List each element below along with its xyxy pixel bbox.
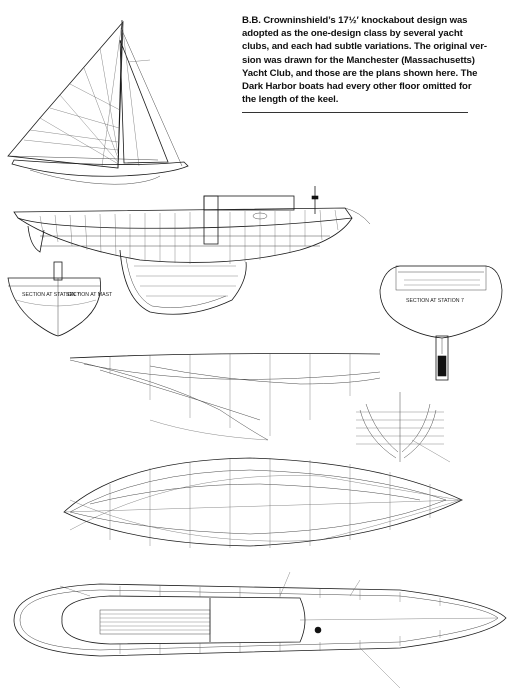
body-plan bbox=[356, 392, 451, 463]
caption-line: adopted as the one-design class by sever… bbox=[242, 28, 463, 40]
caption-line: Yacht Club, and those are the plans show… bbox=[242, 67, 478, 79]
sail-plan bbox=[7, 19, 189, 185]
caption-line: Dark Harbor boats had every other floor … bbox=[242, 81, 472, 93]
inboard-profile bbox=[13, 186, 371, 315]
caption-rule bbox=[242, 112, 468, 113]
section-label-mast: SECTION AT MAST bbox=[66, 292, 113, 298]
caption-line: clubs, and each had subtle variations. T… bbox=[242, 41, 487, 53]
caption-text: B.B. Crowninshield’s 17½′ knockabout des… bbox=[242, 14, 502, 106]
lines-plan-profile bbox=[69, 353, 381, 441]
section-label-station7: SECTION AT STATION 7 bbox=[406, 298, 464, 304]
caption-line: the length of the keel. bbox=[242, 94, 339, 106]
deck-plan bbox=[13, 571, 507, 689]
caption-line: sion was drawn for the Manchester (Massa… bbox=[242, 54, 475, 66]
waterlines-plan bbox=[63, 457, 463, 548]
section-right: SECTION AT STATION 7 bbox=[379, 265, 503, 381]
section-label-station: SECTION AT STATION 7 bbox=[22, 292, 80, 298]
section-left: SECTION AT STATION 7 SECTION AT MAST bbox=[7, 261, 113, 337]
caption-line: B.B. Crowninshield’s 17½′ knockabout des… bbox=[242, 15, 468, 26]
